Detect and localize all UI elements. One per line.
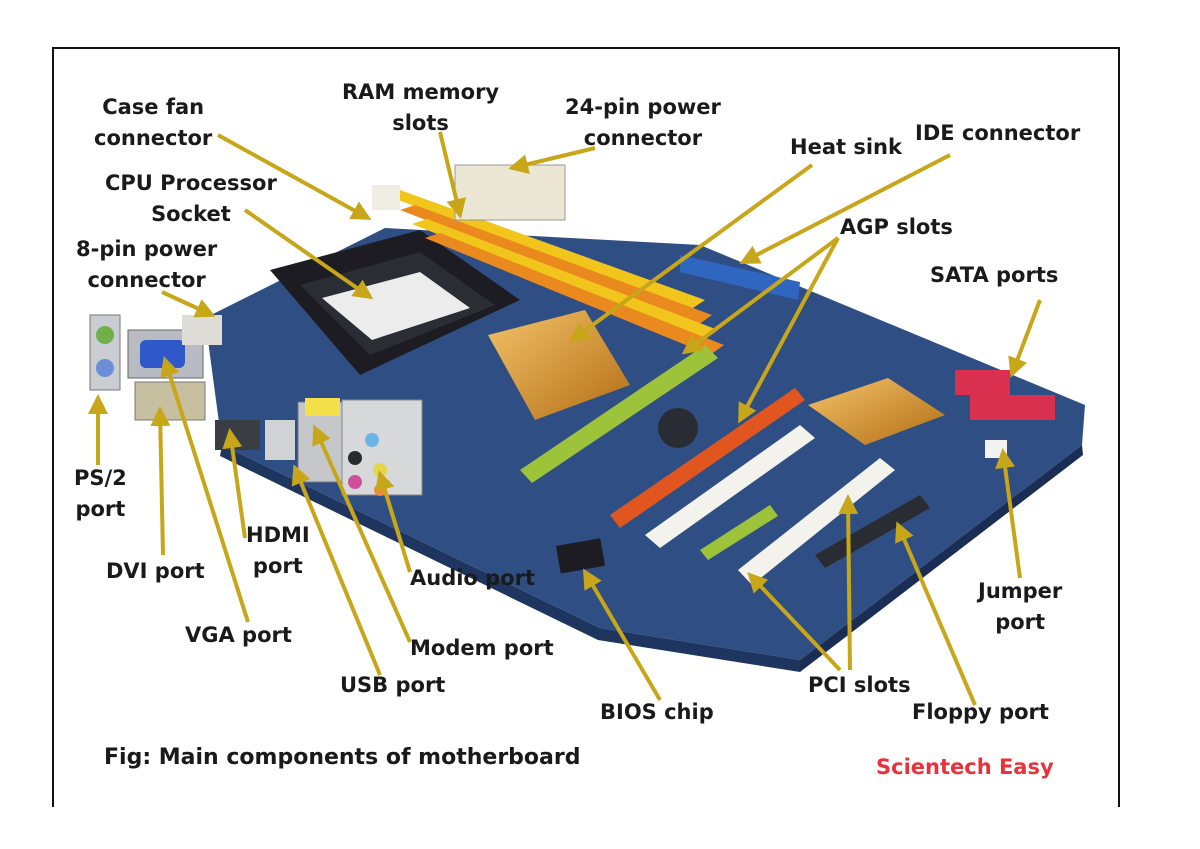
fan-header: [372, 185, 400, 210]
label-modem-port: Modem port: [410, 636, 554, 660]
leader-arrow-icon: [582, 568, 662, 702]
leader-arrow-icon: [747, 572, 842, 672]
leader-arrow-icon: [568, 163, 814, 343]
label-jumper-port: Jumper port: [978, 579, 1063, 634]
leader-arrows: [88, 131, 1042, 706]
pcie-x1-slot: [700, 505, 778, 560]
floppy-connector: [815, 495, 930, 568]
label-ide-connector: IDE connector: [915, 121, 1081, 145]
label-usb-port: USB port: [340, 673, 446, 697]
cmos-battery: [658, 408, 698, 448]
label-ps2-port: PS/2 port: [74, 466, 127, 521]
figure-caption: Fig: Main components of motherboard: [104, 745, 581, 770]
label-24pin-power-connector: 24-pin power connector: [565, 95, 721, 150]
leader-arrow-icon: [243, 208, 374, 300]
leader-arrow-icon: [222, 428, 247, 539]
label-bios-chip: BIOS chip: [600, 700, 714, 724]
label-hdmi-port: HDMI port: [246, 523, 310, 578]
leader-arrow-icon: [160, 356, 250, 623]
chipset-heatsink: [488, 310, 945, 445]
power-24pin: [454, 164, 566, 221]
leader-arrow-icon: [838, 494, 859, 671]
label-case-fan-connector: Case fan connector: [94, 95, 213, 150]
label-8pin-power-connector: 8-pin power connector: [76, 237, 218, 292]
label-sata-ports: SATA ports: [930, 263, 1059, 287]
leader-arrow-icon: [150, 406, 171, 556]
agp-slot: [520, 345, 718, 483]
leader-arrow-icon: [739, 153, 951, 264]
leader-arrow-icon: [738, 237, 840, 424]
leader-arrow-icon: [1008, 299, 1042, 378]
leader-arrow-icon: [995, 448, 1022, 579]
brand-name: Scientech Easy: [876, 755, 1054, 779]
figure-frame: [52, 47, 1120, 807]
rear-io: [89, 314, 423, 496]
label-vga-port: VGA port: [185, 623, 292, 647]
label-cpu-processor-socket: CPU Processor Socket: [105, 171, 277, 226]
leader-arrow-icon: [312, 424, 412, 643]
label-ram-memory-slots: RAM memory slots: [342, 80, 500, 135]
leader-arrow-icon: [375, 470, 412, 573]
leader-arrow-icon: [291, 464, 382, 676]
leader-arrow-icon: [508, 146, 596, 174]
label-floppy-port: Floppy port: [912, 700, 1049, 724]
leader-arrow-icon: [217, 133, 372, 220]
leader-arrow-icon: [681, 236, 840, 355]
label-pci-slots: PCI slots: [808, 673, 911, 697]
label-agp-slots: AGP slots: [840, 215, 953, 239]
label-audio-port: Audio port: [410, 566, 536, 590]
sata-ports: [955, 370, 1055, 458]
leader-arrow-icon: [895, 521, 977, 706]
label-dvi-port: DVI port: [106, 559, 205, 583]
leader-arrow-icon: [161, 290, 216, 318]
leader-arrow-icon: [438, 131, 466, 219]
label-heat-sink: Heat sink: [790, 135, 902, 159]
bios-chip-shape: [555, 538, 606, 574]
pci-slots: [645, 425, 895, 585]
